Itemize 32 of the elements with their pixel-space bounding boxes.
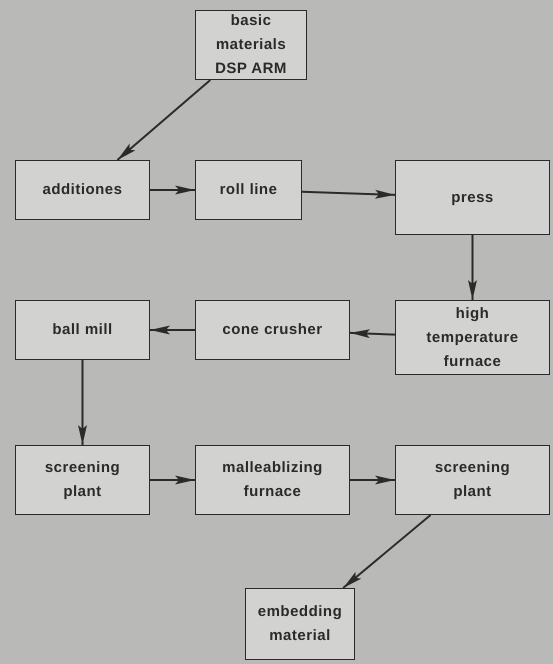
arrow xyxy=(350,329,396,338)
box-label: screening plant xyxy=(434,458,512,502)
process-box xyxy=(15,445,150,515)
process-box xyxy=(395,445,550,515)
box-label: malleablizing furnace xyxy=(221,458,324,502)
box-label: embedding material xyxy=(256,602,344,646)
box-label: press xyxy=(451,188,494,208)
box-label: screening plant xyxy=(44,458,122,502)
arrow xyxy=(342,514,432,589)
process-box xyxy=(195,445,350,515)
box-label: ball mill xyxy=(52,320,113,340)
box-label: high temperature furnace xyxy=(425,304,520,372)
arrow xyxy=(468,235,477,300)
process-box xyxy=(195,160,302,220)
arrow xyxy=(350,476,395,484)
process-box xyxy=(195,10,307,80)
process-box xyxy=(195,300,350,360)
box-label: additiones xyxy=(42,180,122,200)
process-box xyxy=(395,300,550,375)
arrow xyxy=(150,186,195,194)
arrow xyxy=(150,476,195,484)
process-box xyxy=(395,160,550,235)
arrow xyxy=(302,190,396,199)
arrow xyxy=(78,360,87,445)
process-box xyxy=(245,588,355,660)
arrow xyxy=(150,326,195,334)
arrow xyxy=(116,79,211,161)
box-label: roll line xyxy=(220,180,278,200)
box-label: basic materials DSP ARM xyxy=(214,11,288,79)
process-box xyxy=(15,300,150,360)
process-box xyxy=(15,160,150,220)
box-label: cone crusher xyxy=(222,320,323,340)
